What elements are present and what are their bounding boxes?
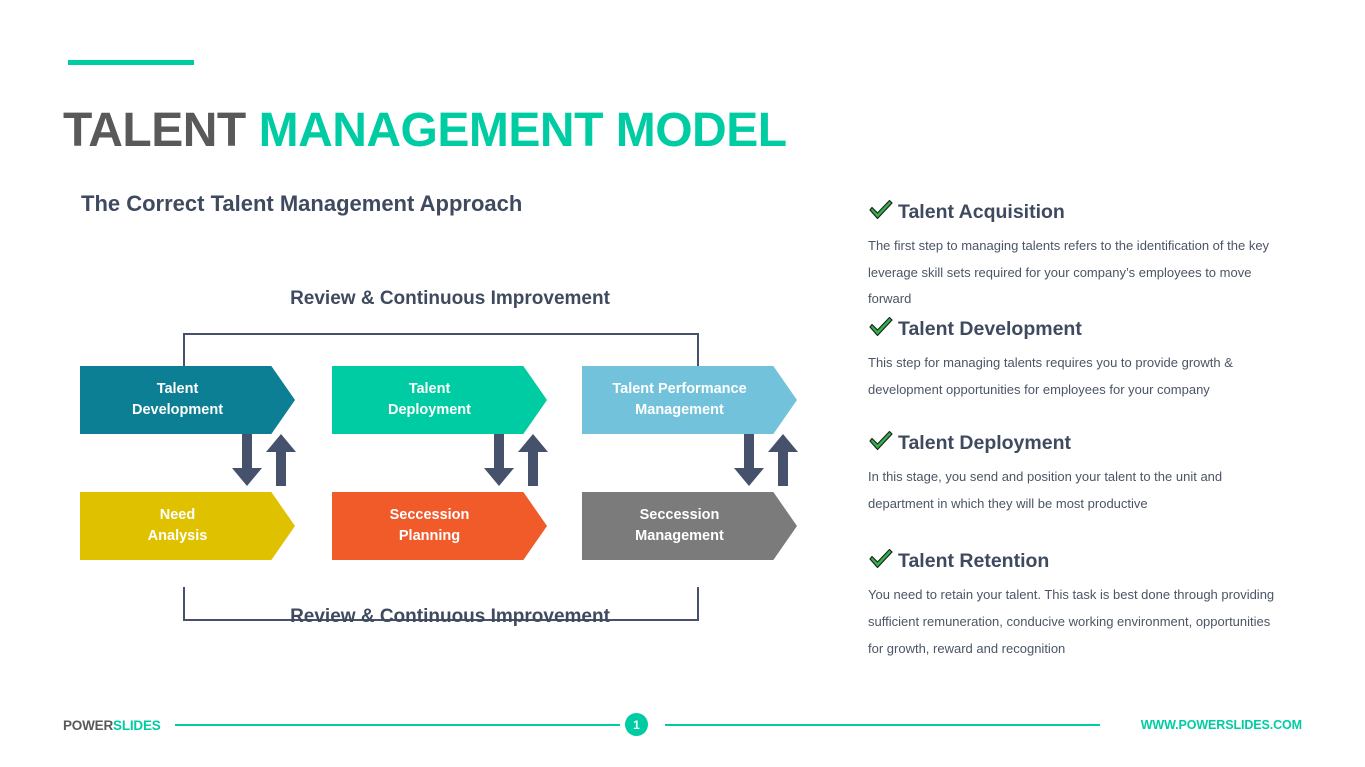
bullet-body: You need to retain your talent. This tas… — [868, 587, 1275, 656]
check-icon — [868, 198, 894, 227]
chevron-talent-deployment[interactable]: Talent Deployment — [332, 366, 547, 434]
chevron-label-line1: Talent Performance — [612, 380, 747, 397]
chevron-label-line1: Seccession — [639, 506, 720, 523]
talent-management-diagram: Review & Continuous Improvement Talent D… — [70, 282, 830, 642]
chevron-label-line2: Management — [635, 402, 724, 418]
bullet-heading: Talent Retention — [868, 547, 1280, 576]
arrow-up-icon — [768, 434, 798, 486]
check-icon — [868, 429, 894, 458]
list-item: Talent Development This step for managin… — [868, 315, 1280, 403]
chevron-label: Seccession Planning — [384, 505, 496, 547]
review-label-top: Review & Continuous Improvement — [290, 288, 610, 309]
chevron-label: Need Analysis — [142, 505, 234, 547]
arrow-down-icon — [232, 434, 262, 486]
chevron-label: Talent Development — [126, 379, 249, 421]
footer: POWERSLIDES 1 WWW.POWERSLIDES.COM — [0, 710, 1365, 750]
connector-frame-top — [183, 333, 699, 367]
chevron-label: Seccession Management — [629, 505, 750, 547]
talent-steps-list: Talent Acquisition The first step to man… — [868, 198, 1280, 666]
brand-part1: POWER — [63, 718, 114, 733]
chevron-seccession-planning[interactable]: Seccession Planning — [332, 492, 547, 560]
review-label-bottom: Review & Continuous Improvement — [290, 606, 610, 627]
check-icon — [868, 315, 894, 344]
brand-part2: SLIDES — [113, 718, 161, 733]
bullet-heading: Talent Deployment — [868, 429, 1280, 458]
chevron-label-line1: Talent — [156, 380, 199, 397]
chevron-talent-development[interactable]: Talent Development — [80, 366, 295, 434]
chevron-label-line1: Seccession — [389, 506, 470, 523]
list-item: Talent Retention You need to retain your… — [868, 547, 1280, 662]
bullet-title: Talent Development — [898, 317, 1082, 340]
chevron-seccession-management[interactable]: Seccession Management — [582, 492, 797, 560]
arrow-pair-2 — [484, 434, 554, 486]
bullet-heading: Talent Acquisition — [868, 198, 1280, 227]
footer-divider-right — [665, 724, 1100, 726]
page-title-part1: TALENT — [63, 104, 259, 158]
arrow-up-icon — [518, 434, 548, 486]
connector-frame-bottom — [183, 587, 699, 621]
chevron-label-line2: Management — [635, 528, 724, 544]
page-title: TALENT MANAGEMENT MODEL — [63, 102, 787, 160]
bullet-body: This step for managing talents requires … — [868, 354, 1233, 397]
chevron-label-line1: Talent — [408, 380, 451, 397]
page-title-part2: MANAGEMENT MODEL — [258, 104, 787, 158]
arrow-down-icon — [484, 434, 514, 486]
chevron-label: Talent Performance Management — [606, 379, 772, 421]
chevron-label-line2: Deployment — [388, 402, 471, 418]
chevron-need-analysis[interactable]: Need Analysis — [80, 492, 295, 560]
chevron-label-line1: Need — [159, 506, 196, 523]
chevron-label-line2: Planning — [398, 528, 461, 544]
arrow-down-icon — [734, 434, 764, 486]
bullet-title: Talent Acquisition — [898, 201, 1065, 223]
check-icon — [868, 547, 894, 576]
bullet-body: In this stage, you send and position you… — [868, 469, 1223, 511]
arrow-pair-3 — [734, 434, 804, 486]
chevron-row-top: Talent Development Talent Deployment Tal… — [80, 366, 820, 434]
footer-divider-left — [175, 724, 620, 726]
bullet-title: Talent Retention — [898, 550, 1050, 573]
bullet-body: The first step to managing talents refer… — [868, 238, 1270, 307]
chevron-talent-performance-management[interactable]: Talent Performance Management — [582, 366, 797, 434]
page-subtitle: The Correct Talent Management Approach — [81, 191, 523, 217]
title-accent-rule — [68, 60, 194, 65]
bullet-title: Talent Deployment — [898, 432, 1071, 455]
arrow-up-icon — [266, 434, 296, 486]
chevron-label-line2: Development — [131, 402, 224, 418]
chevron-row-bottom: Need Analysis Seccession Planning Secces… — [80, 492, 820, 560]
bullet-heading: Talent Development — [868, 315, 1280, 344]
chevron-label-line2: Analysis — [147, 528, 208, 544]
list-item: Talent Deployment In this stage, you sen… — [868, 429, 1280, 517]
website-url[interactable]: WWW.POWERSLIDES.COM — [1140, 718, 1302, 732]
chevron-label: Talent Deployment — [382, 379, 497, 421]
list-item: Talent Acquisition The first step to man… — [868, 198, 1280, 313]
brand-logo[interactable]: POWERSLIDES — [63, 718, 161, 733]
page-number-badge: 1 — [625, 713, 648, 736]
arrow-pair-1 — [232, 434, 302, 486]
